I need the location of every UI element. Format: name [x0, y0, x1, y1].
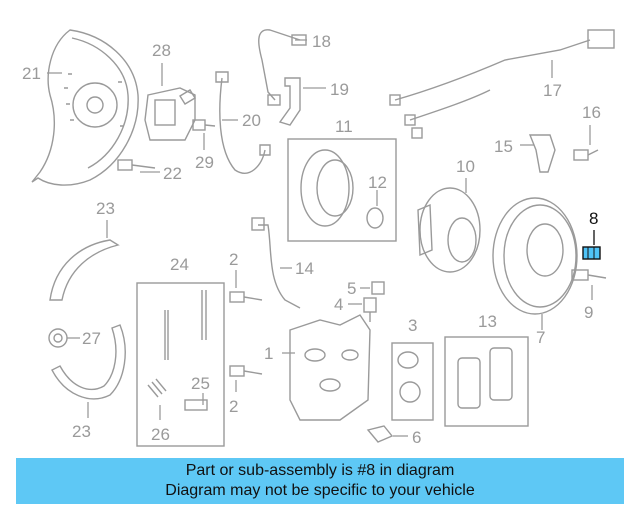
part-14-wear-sensor	[251, 217, 301, 309]
part-29-bolt	[192, 119, 216, 131]
callout-23a: 23	[96, 199, 115, 218]
callout-24: 24	[170, 255, 189, 274]
part-8-highlighted	[582, 246, 601, 260]
callout-19: 19	[330, 80, 349, 99]
callout-26: 26	[151, 425, 170, 444]
callout-2a: 2	[229, 250, 238, 269]
part-28-parking-caliper	[144, 87, 196, 141]
part-1-brake-caliper	[289, 314, 371, 421]
callout-6: 6	[412, 428, 421, 447]
callout-16: 16	[582, 103, 601, 122]
callout-1: 1	[264, 344, 273, 363]
part-15-abs-sensor	[528, 134, 556, 173]
banner-line-2: Diagram may not be specific to your vehi…	[165, 482, 475, 499]
part-3-seal-kit	[391, 342, 434, 421]
part-23-brake-shoe-lower	[51, 324, 126, 400]
callout-5: 5	[347, 279, 356, 298]
part-20-brake-hose	[215, 71, 271, 174]
callout-29: 29	[195, 153, 214, 172]
part-2-bolt-lower	[229, 365, 263, 377]
part-24-hardware-kit	[136, 282, 225, 447]
callout-14: 14	[295, 259, 314, 278]
callout-22: 22	[163, 164, 182, 183]
callout-7: 7	[536, 328, 545, 347]
callout-13: 13	[478, 312, 497, 331]
part-18-brake-line	[258, 29, 307, 106]
callout-17: 17	[543, 81, 562, 100]
callout-27: 27	[82, 329, 101, 348]
part-4-bleeder-cap	[363, 297, 377, 322]
callout-23b: 23	[72, 422, 91, 441]
callout-28: 28	[152, 41, 171, 60]
callout-3: 3	[408, 316, 417, 335]
part-23-brake-shoe	[49, 239, 120, 301]
part-7-brake-rotor	[492, 197, 578, 315]
callout-21: 21	[22, 64, 41, 83]
callout-2b: 2	[229, 397, 238, 416]
callout-12: 12	[368, 173, 387, 192]
callout-8: 8	[589, 209, 598, 228]
part-9-wheel-stud	[571, 269, 607, 281]
part-21-dust-shield	[31, 29, 139, 186]
callout-20: 20	[242, 111, 261, 130]
callout-4: 4	[334, 295, 343, 314]
callout-15: 15	[494, 137, 513, 156]
part-17-wear-sensor	[389, 29, 615, 139]
parts-diagram: 21 28 22 29 20 18 19	[22, 29, 615, 447]
part-13-brake-pads	[444, 336, 529, 427]
callout-11: 11	[335, 117, 353, 136]
part-19-bracket	[278, 77, 301, 126]
part-6-clip	[366, 425, 394, 443]
part-2-bolt-upper	[229, 291, 263, 303]
callout-9: 9	[584, 303, 593, 322]
part-10-wheel-hub	[417, 187, 481, 273]
callout-10: 10	[456, 157, 475, 176]
part-27-adjuster	[48, 328, 68, 348]
callout-18: 18	[312, 32, 331, 51]
banner-line-1: Part or sub-assembly is #8 in diagram	[185, 462, 455, 479]
info-banner: Part or sub-assembly is #8 in diagram Di…	[16, 458, 624, 504]
part-16-bolt	[573, 149, 599, 161]
part-11-hub-assembly	[287, 138, 397, 242]
part-22-bolt	[117, 159, 156, 171]
callout-25: 25	[191, 374, 210, 393]
part-5-bleeder	[371, 281, 385, 295]
